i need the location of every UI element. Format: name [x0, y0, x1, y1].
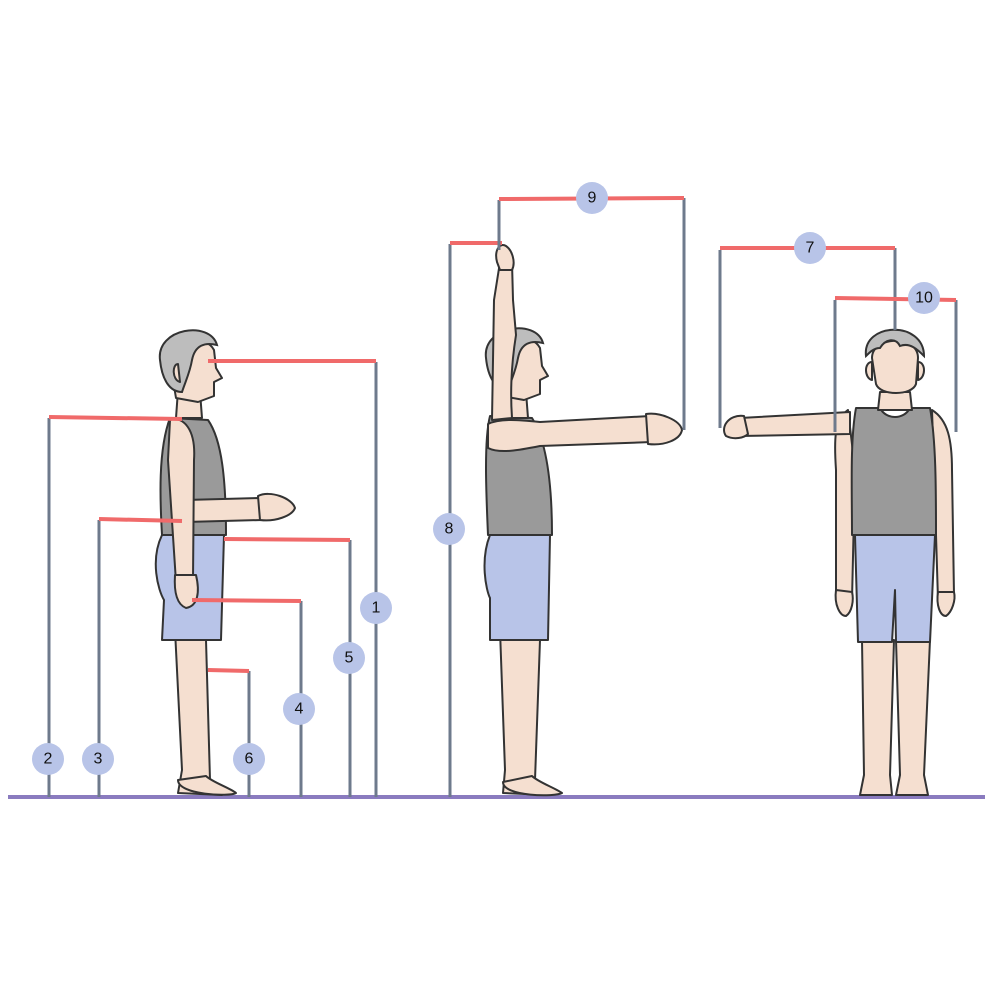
- hand-left: [834, 589, 854, 617]
- figure-arms-raised: [483, 244, 683, 797]
- shorts: [854, 534, 936, 643]
- badge-3: 3: [82, 743, 114, 775]
- badge-2: 2: [32, 743, 64, 775]
- badge-4: 4: [283, 693, 315, 725]
- badge-8: 8: [433, 513, 465, 545]
- svg-text:5: 5: [345, 650, 354, 667]
- svg-text:10: 10: [915, 290, 933, 307]
- badge-7: 7: [794, 232, 826, 264]
- leg: [499, 629, 549, 796]
- svg-text:6: 6: [245, 751, 254, 768]
- svg-text:3: 3: [94, 751, 103, 768]
- hand-extended: [723, 414, 749, 440]
- leg-right: [895, 639, 931, 796]
- svg-text:1: 1: [372, 600, 381, 617]
- figure-front-view: [723, 328, 956, 796]
- forearm-forward: [184, 497, 263, 523]
- badge-6: 6: [233, 743, 265, 775]
- svg-text:9: 9: [588, 190, 597, 207]
- measurement-2: [47, 415, 183, 797]
- svg-text:8: 8: [445, 521, 454, 538]
- badge-9: 9: [576, 182, 608, 214]
- measurement-6: [207, 668, 251, 797]
- badge-1: 1: [360, 592, 392, 624]
- svg-text:4: 4: [295, 701, 304, 718]
- foot: [502, 775, 563, 797]
- hand-forward: [257, 492, 296, 522]
- measurement-7: [718, 246, 897, 428]
- leg-left: [859, 639, 895, 796]
- hand-raised: [495, 244, 515, 271]
- arm-forward: [487, 415, 653, 453]
- foot: [177, 775, 237, 796]
- figure-side-view: [154, 329, 296, 796]
- ear-left: [865, 361, 873, 381]
- hand-right: [936, 591, 956, 617]
- svg-text:2: 2: [44, 751, 53, 768]
- badge-10: 10: [908, 282, 940, 314]
- shorts: [483, 534, 551, 641]
- ear: [172, 363, 181, 383]
- hand-forward: [645, 412, 683, 446]
- badge-5: 5: [333, 642, 365, 674]
- neck: [877, 391, 913, 411]
- measurement-1: [208, 359, 378, 797]
- shirt: [850, 407, 937, 536]
- svg-text:7: 7: [806, 240, 815, 257]
- ear-right: [917, 361, 925, 381]
- leg-back: [174, 629, 223, 796]
